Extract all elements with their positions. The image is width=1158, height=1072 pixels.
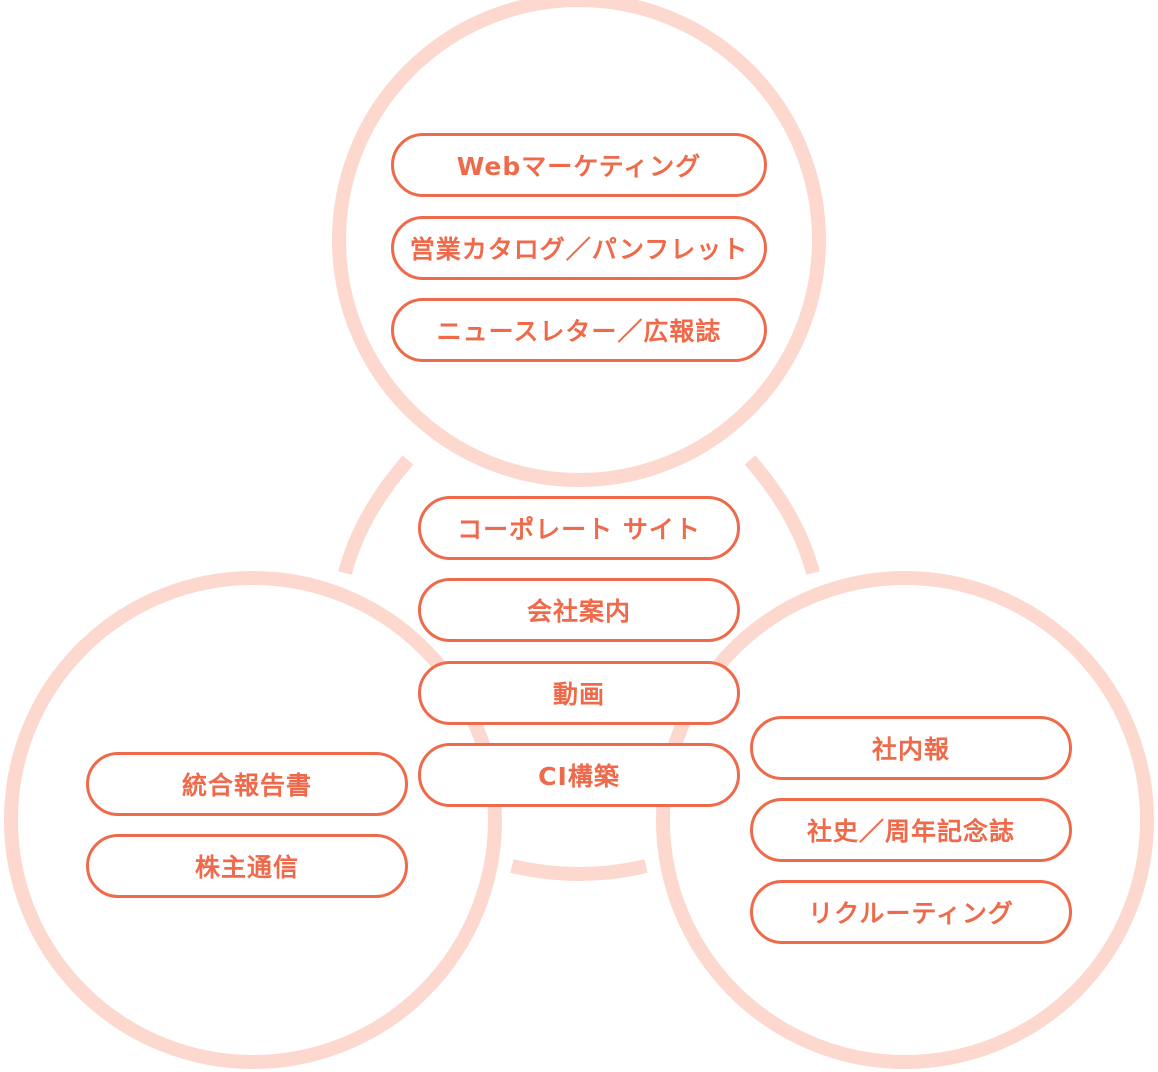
pill-recruiting: リクルーティング bbox=[750, 880, 1072, 944]
pill-sales-catalog: 営業カタログ／パンフレット bbox=[391, 216, 767, 280]
pill-company-history: 社史／周年記念誌 bbox=[750, 798, 1072, 862]
pill-corporate-site: コーポレート サイト bbox=[418, 496, 740, 560]
connector-arc-bottom bbox=[510, 859, 648, 881]
pill-company-profile: 会社案内 bbox=[418, 578, 740, 642]
pill-inhouse-magazine: 社内報 bbox=[750, 716, 1072, 780]
pill-newsletter: ニュースレター／広報誌 bbox=[391, 298, 767, 362]
pill-web-marketing: Webマーケティング bbox=[391, 133, 767, 197]
pill-ci-building: CI構築 bbox=[418, 743, 740, 807]
pill-integrated-report: 統合報告書 bbox=[86, 752, 408, 816]
right-circle-ring bbox=[656, 571, 1154, 1069]
connector-arc-right bbox=[744, 455, 820, 575]
connector-arc-left bbox=[338, 455, 414, 575]
top-circle-ring bbox=[332, 0, 826, 487]
pill-video: 動画 bbox=[418, 661, 740, 725]
left-circle-ring bbox=[4, 571, 502, 1069]
pill-shareholder-newsletter: 株主通信 bbox=[86, 834, 408, 898]
